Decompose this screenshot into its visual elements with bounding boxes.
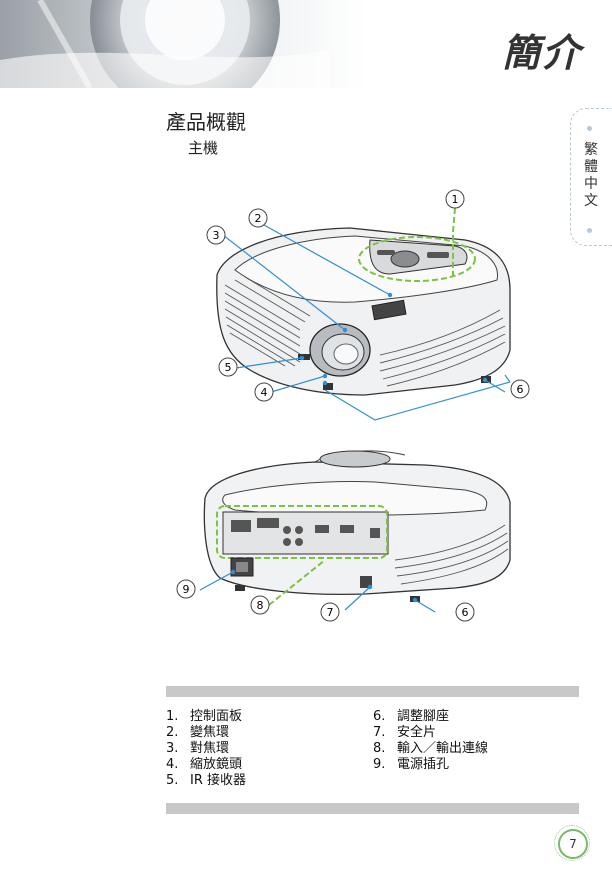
callout-8: 8 [250,595,270,615]
legend-item: 6.調整腳座 [373,709,450,724]
page-number: 7 [558,829,588,859]
svg-text:1: 1 [452,193,459,206]
language-tab-label: 繁體中文 [584,142,598,209]
legend-item: 1.控制面板 [166,709,243,724]
legend-item: 4.縮放鏡頭 [166,757,243,772]
legend-item: 9.電源插孔 [373,757,450,772]
svg-text:5: 5 [225,361,232,374]
callout-3: 3 [206,225,226,245]
legend-item: 8.輸入／輸出連線 [373,741,489,756]
projector-front-view [216,207,511,421]
svg-text:7: 7 [327,606,334,619]
legend-left-column: 1.控制面板 2.變焦環 3.對焦環 4.縮放鏡頭 5.IR 接收器 [166,709,246,789]
callout-5: 5 [218,357,238,377]
callout-9: 9 [176,579,196,599]
svg-text:4: 4 [261,386,268,399]
svg-text:6: 6 [517,383,524,396]
legend-item: 3.對焦環 [166,741,230,756]
callout-1: 1 [445,189,465,209]
lens-banner-graphic [0,0,612,88]
legend-right-column: 6.調整腳座 7.安全片 8.輸入／輸出連線 9.電源插孔 [373,709,488,773]
page-number-ring [554,825,590,861]
callout-6-front: 6 [510,379,530,399]
callout-4: 4 [254,382,274,402]
section-subtitle: 主機 [188,139,219,157]
svg-text:2: 2 [255,212,262,225]
tab-dot-top [587,126,592,131]
legend-item: 7.安全片 [373,725,437,740]
callout-7: 7 [320,602,340,622]
tab-dot-bottom [587,228,592,233]
svg-text:3: 3 [213,229,220,242]
projector-rear-view [199,450,511,613]
callout-2: 2 [248,208,268,228]
legend-item: 2.變焦環 [166,725,230,740]
svg-text:8: 8 [257,599,264,612]
svg-text:6: 6 [462,606,469,619]
chapter-title: 簡介 [501,30,582,75]
language-side-tab [570,108,612,246]
callout-6-rear: 6 [455,602,475,622]
projector-diagram: 1 2 3 5 4 6 9 8 7 6 [176,189,530,622]
legend-bottom-bar [166,803,579,814]
legend-top-bar [166,686,579,697]
svg-text:9: 9 [183,583,190,596]
legend-item: 5.IR 接收器 [166,773,246,788]
header-banner [0,0,612,88]
section-title: 產品概觀 [166,110,246,134]
